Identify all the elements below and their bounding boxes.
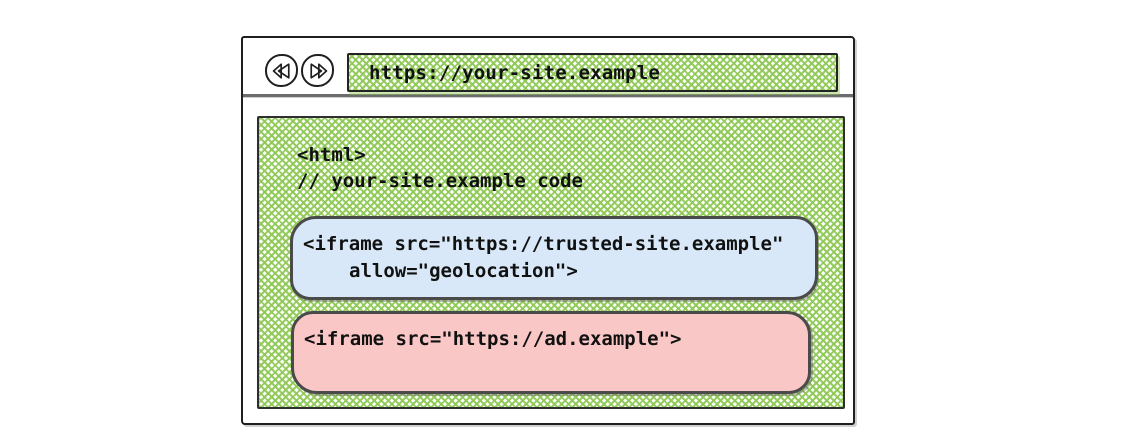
back-button[interactable] [265, 54, 298, 87]
browser-toolbar: https://your-site.example [243, 38, 853, 97]
ad-iframe-snippet: <iframe src="https://ad.example"> [291, 311, 811, 394]
double-chevron-left-icon [271, 60, 293, 82]
url-text: https://your-site.example [369, 61, 660, 84]
trusted-iframe-allow-line: allow="geolocation"> [349, 260, 578, 282]
trusted-iframe-snippet: <iframe src="https://trusted-site.exampl… [290, 216, 818, 300]
ad-iframe-src-line: <iframe src="https://ad.example"> [304, 328, 682, 350]
page-viewport: <html> // your-site.example code <iframe… [257, 116, 845, 409]
code-line-comment: // your-site.example code [297, 170, 583, 192]
forward-button[interactable] [301, 54, 334, 87]
double-chevron-right-icon [307, 60, 329, 82]
trusted-iframe-src-line: <iframe src="https://trusted-site.exampl… [303, 233, 784, 255]
code-line-html-open: <html> [297, 144, 366, 166]
browser-window: https://your-site.example <html> // your… [241, 36, 855, 425]
page-source-code: <html> // your-site.example code [297, 142, 583, 194]
url-bar[interactable]: https://your-site.example [347, 53, 838, 92]
